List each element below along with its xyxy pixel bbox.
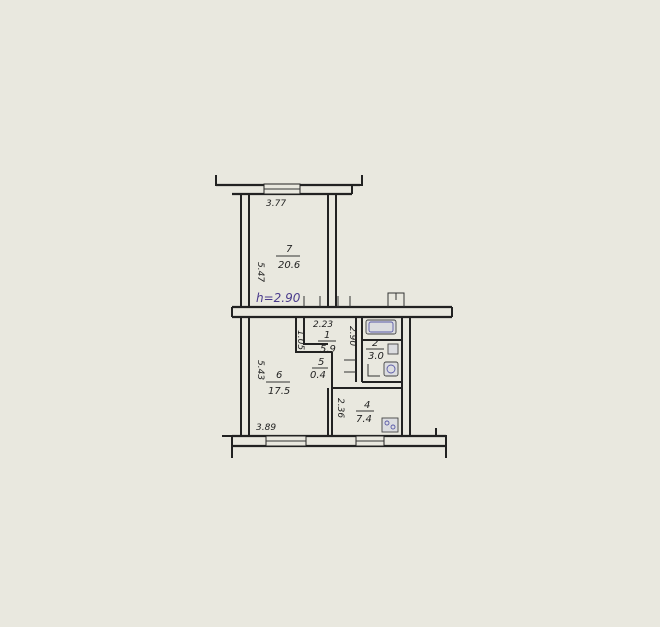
hall-depth-label: 1.05 [295, 330, 305, 350]
room-2-number: 2 [372, 338, 378, 349]
room-1-number: 1 [324, 330, 330, 341]
kitchen-depth-label: 2.36 [335, 398, 345, 418]
room-7-area: 20.6 [278, 260, 300, 271]
room-4-number: 4 [364, 400, 370, 411]
room-6-width-label: 3.89 [256, 423, 276, 433]
hall-right-label: 2.90 [347, 326, 357, 346]
sink-icon [387, 343, 399, 355]
hall-width-label: 2.23 [313, 320, 333, 330]
room-6-length-label: 5.43 [255, 360, 265, 380]
room-2-area: 3.0 [368, 351, 384, 362]
room-4-area: 7.4 [356, 414, 372, 425]
room-7-number: 7 [286, 244, 293, 255]
room-5-number: 5 [318, 357, 324, 368]
bathtub-icon [365, 319, 397, 335]
kitchen-window [355, 435, 385, 447]
room-5-area: 0.4 [310, 370, 326, 381]
central-wall [231, 292, 453, 319]
room-6-window [265, 435, 307, 447]
ceiling-height-label: h=2.90 [256, 291, 301, 305]
room-6-number: 6 [276, 370, 282, 381]
room-1-area: 5.9 [320, 344, 336, 355]
room-7-width-label: 3.77 [266, 199, 286, 209]
room-6-area: 17.5 [268, 386, 290, 397]
stove-icon [381, 417, 399, 433]
room-7-window [263, 183, 301, 195]
service-partitions [332, 317, 411, 436]
room-7-length-label: 5.47 [255, 262, 265, 282]
toilet-icon [383, 361, 399, 377]
room-7-walls [215, 175, 363, 307]
